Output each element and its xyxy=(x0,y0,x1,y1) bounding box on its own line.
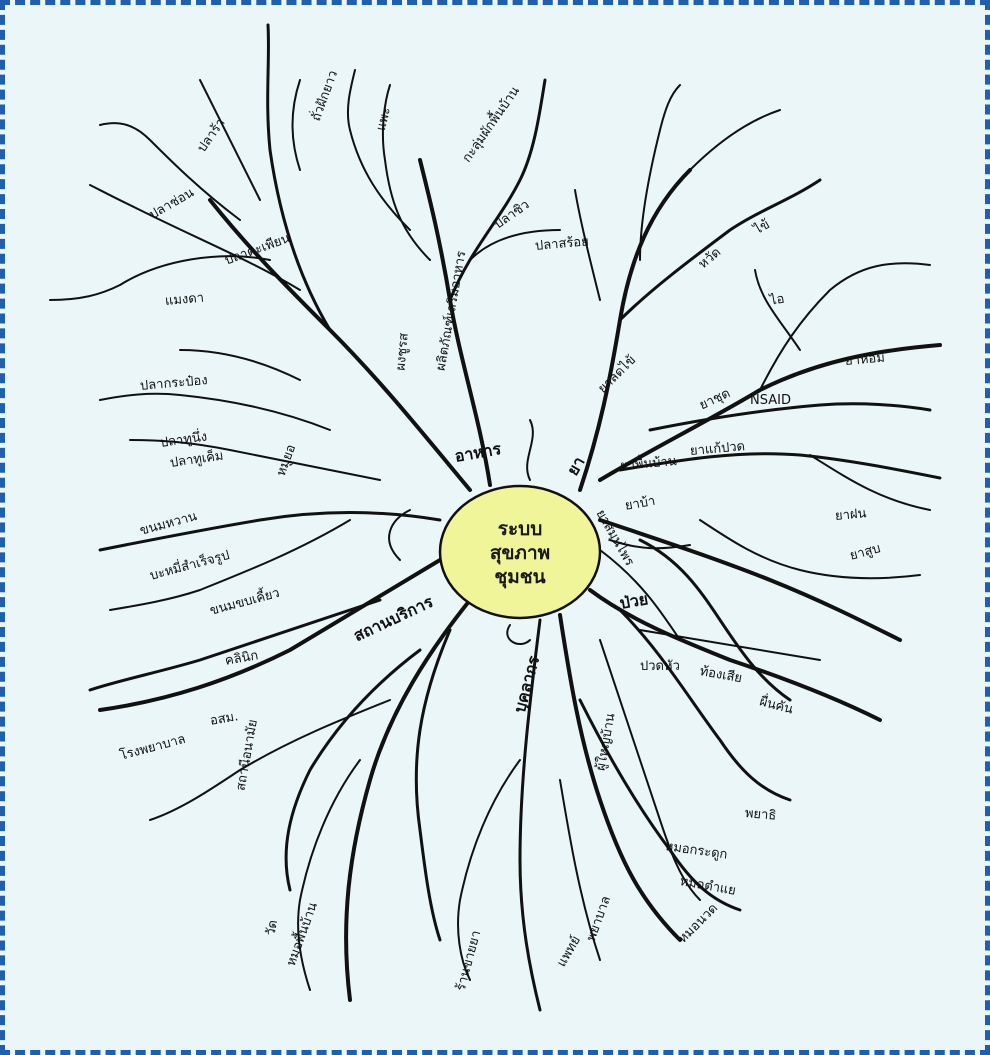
leaf-label: ปวดหัว xyxy=(640,655,680,676)
leaf-label: พยาธิ xyxy=(744,802,777,826)
branch-line xyxy=(700,520,920,578)
leaf-label: ยาฝน xyxy=(834,502,867,526)
branch-line xyxy=(150,700,390,820)
center-label: ระบบ สุขภาพ ชุมชน xyxy=(440,488,600,618)
branch-line xyxy=(389,510,410,560)
leaf-label: NSAID xyxy=(750,393,791,408)
leaf-label: แมงดา xyxy=(164,287,205,311)
branch-line xyxy=(416,630,450,940)
branch-line xyxy=(580,170,690,490)
branch-line xyxy=(600,640,700,900)
branch-line xyxy=(810,455,930,510)
branch-line xyxy=(293,80,301,170)
branch-line xyxy=(690,110,780,170)
branch-line xyxy=(527,420,533,480)
leaf-label: ยาหอม xyxy=(844,347,886,371)
leaf-label: วัด xyxy=(260,918,283,937)
leaf-label: ผงชูรส xyxy=(390,332,414,371)
branch-line xyxy=(755,270,800,350)
branch-line xyxy=(507,625,530,644)
branch-line xyxy=(348,70,410,230)
branch-line xyxy=(620,180,820,320)
branch-line xyxy=(100,394,330,430)
branch-label-illness: ป่วย xyxy=(618,587,650,617)
